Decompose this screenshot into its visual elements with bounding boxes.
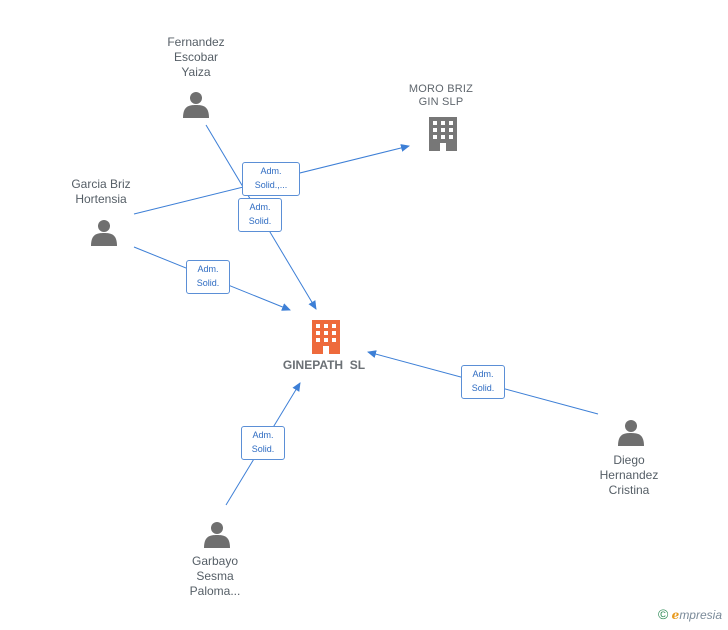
brand-logo: © empresia xyxy=(658,606,722,622)
building-icon[interactable] xyxy=(429,117,457,151)
person-icon[interactable] xyxy=(91,220,117,246)
node-label-garbayo[interactable]: Garbayo Sesma Paloma... xyxy=(189,554,241,598)
person-icon[interactable] xyxy=(204,522,230,548)
brand-letter: e xyxy=(671,608,680,622)
edge-badge-garbayo-ginepath[interactable]: Adm. Solid. xyxy=(241,426,285,460)
node-label-garcia[interactable]: Garcia Briz Hortensia xyxy=(71,177,131,206)
node-label-diego[interactable]: Diego Hernandez Cristina xyxy=(599,453,659,497)
person-icon[interactable] xyxy=(618,420,644,446)
main-company-building-icon[interactable] xyxy=(312,320,340,354)
node-label-moro[interactable]: MORO BRIZ GIN SLP xyxy=(408,83,474,108)
edge-badge-fernandez-ginepath[interactable]: Adm. Solid. xyxy=(238,198,282,232)
edge-badge-garcia-moro[interactable]: Adm. Solid.,... xyxy=(242,162,300,196)
edge-badge-diego-ginepath[interactable]: Adm. Solid. xyxy=(461,365,505,399)
node-label-fernandez[interactable]: Fernandez Escobar Yaiza xyxy=(167,35,225,79)
node-label-ginepath[interactable]: GINEPATH SL xyxy=(282,358,366,372)
copyright-icon: © xyxy=(658,606,669,622)
edge-badge-garcia-ginepath[interactable]: Adm. Solid. xyxy=(186,260,230,294)
brand-name: mpresia xyxy=(679,608,722,622)
person-icon[interactable] xyxy=(183,92,209,118)
